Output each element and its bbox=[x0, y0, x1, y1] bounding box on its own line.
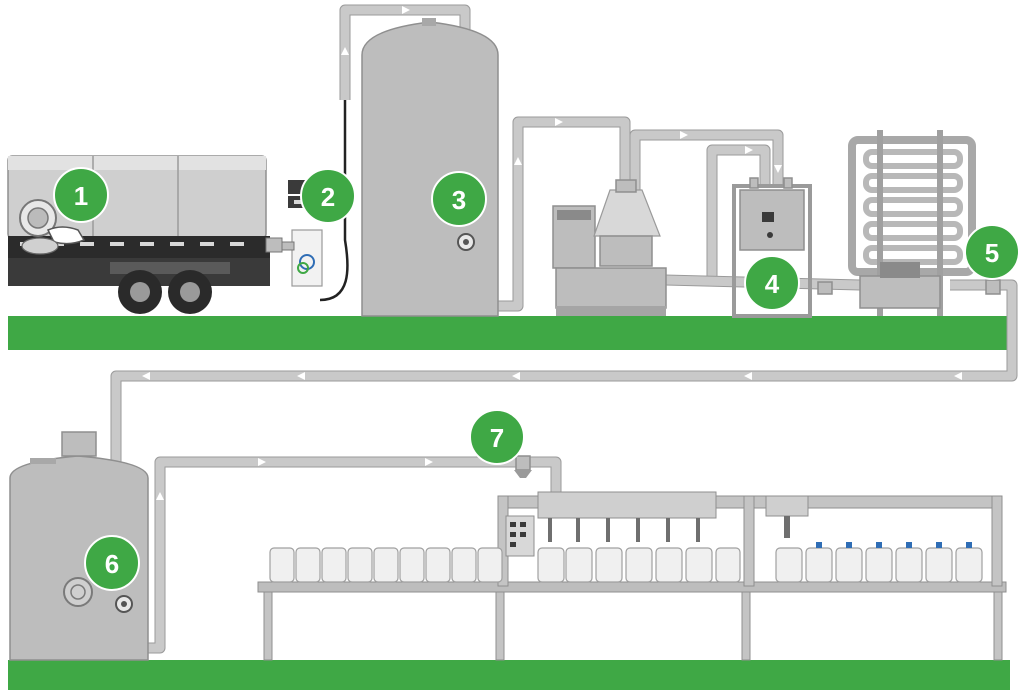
milk-jugs bbox=[269, 547, 983, 583]
step-label-7: 7 bbox=[490, 423, 504, 453]
raw-milk-silo bbox=[361, 18, 499, 317]
milk-tanker-truck bbox=[7, 155, 283, 314]
step-badge-7: 7 bbox=[469, 409, 525, 465]
step-label-5: 5 bbox=[985, 238, 999, 268]
step-label-2: 2 bbox=[321, 182, 335, 212]
bottling-line bbox=[257, 491, 1007, 661]
step-label-4: 4 bbox=[765, 269, 780, 299]
pasteurizer bbox=[848, 130, 1001, 316]
step-label-3: 3 bbox=[452, 185, 466, 215]
step-badge-1: 1 bbox=[53, 167, 109, 223]
step-badge-6: 6 bbox=[84, 535, 140, 591]
storage-tank bbox=[9, 431, 149, 661]
step-badge-2: 2 bbox=[300, 168, 356, 224]
upper-floor bbox=[8, 316, 1010, 350]
step-badge-5: 5 bbox=[964, 224, 1020, 280]
separator bbox=[552, 179, 667, 316]
step-badge-3: 3 bbox=[431, 171, 487, 227]
step-label-6: 6 bbox=[105, 549, 119, 579]
filler-valve bbox=[514, 455, 532, 478]
heat-exchanger-cabinet bbox=[732, 177, 833, 318]
step-label-1: 1 bbox=[74, 181, 88, 211]
step-badge-4: 4 bbox=[744, 255, 800, 311]
jug-caps bbox=[816, 542, 972, 548]
lower-floor bbox=[8, 660, 1010, 690]
